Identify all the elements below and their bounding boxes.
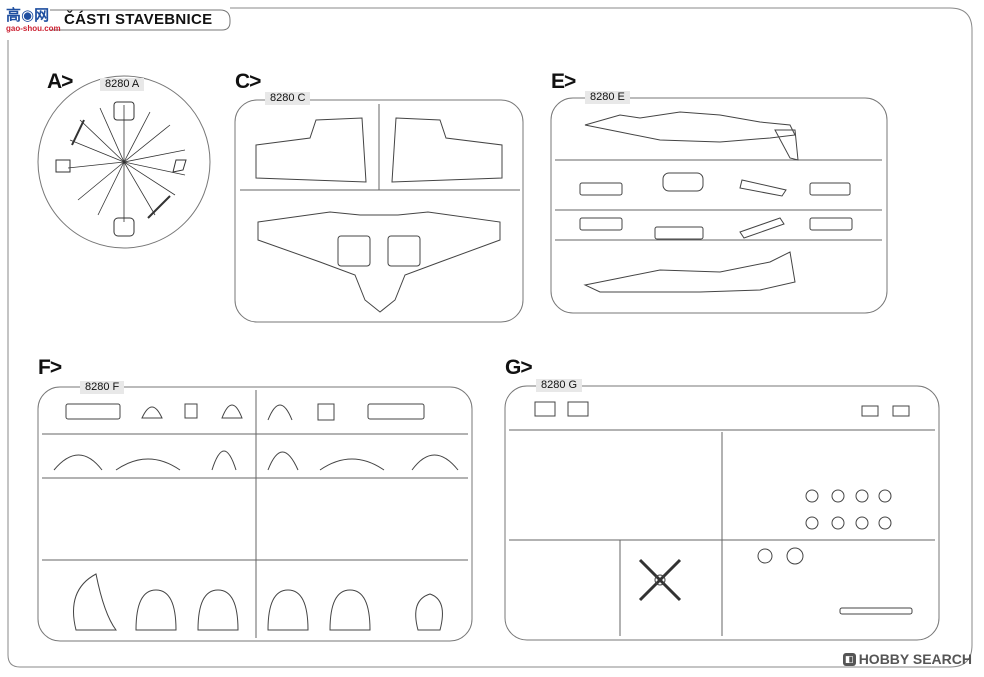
watermark: ◧ HOBBY SEARCH [842,651,972,667]
sprue-a-code: 8280 A [100,78,145,91]
section-c-label: C> [235,70,261,93]
sprue-c [234,99,524,323]
sprue-g-code: 8280 G [536,379,583,392]
watermark-text: HOBBY SEARCH [858,651,972,667]
page-border [7,7,973,668]
section-g-label: G> [505,356,533,379]
sheet-header: ČÁSTI STAVEBNICE [50,8,212,30]
sprue-g [504,385,940,641]
page-title: ČÁSTI STAVEBNICE [64,10,213,28]
sprue-c-code: 8280 C [265,92,311,105]
section-e-label: E> [551,70,576,93]
sprue-f [37,386,473,642]
section-f-label: F> [38,356,62,379]
hobby-search-logo-icon: ◧ [842,652,856,666]
section-a-label: A> [47,70,73,93]
sprue-a [37,75,211,249]
logo-cn-text: 高◉网 [6,7,50,24]
sprue-f-code: 8280 F [80,381,125,394]
site-logo: 高◉网 gao-shou.com [6,8,70,38]
sprue-e-code: 8280 E [585,91,630,104]
logo-url-text: gao-shou.com [6,24,61,33]
sprue-e [550,97,888,314]
